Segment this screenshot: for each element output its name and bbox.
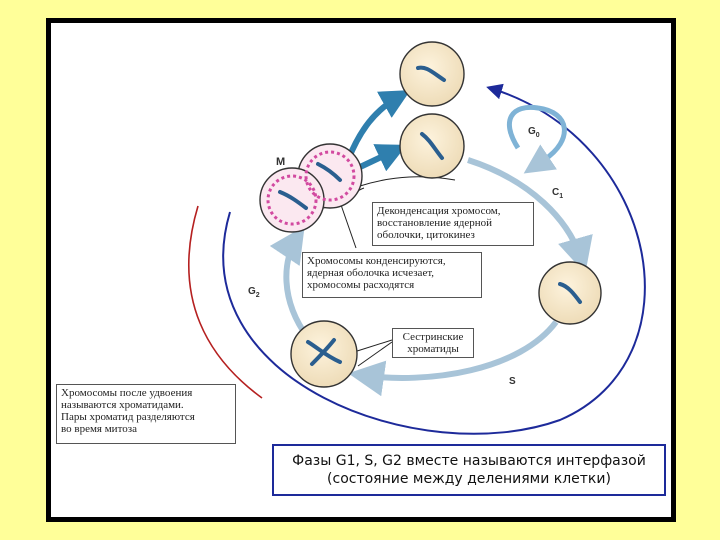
label-g1-letter: C (552, 187, 560, 198)
condensation-box: Хромосомы конденсируются, ядерная оболоч… (302, 252, 482, 298)
g1-cell (538, 261, 602, 325)
sister-chromatid-cell (290, 320, 358, 388)
label-g0-sub: 0 (535, 132, 540, 139)
label-s: S (509, 376, 516, 387)
chromatids-note-box: Хромосомы после удвоения называются хром… (56, 384, 236, 444)
inner-cycle-g2-arrow (269, 226, 311, 340)
division-arrow-top (345, 90, 411, 162)
label-g2-letter: G (248, 286, 256, 297)
interphase-summary-box: Фазы G1, S, G2 вместе называются интерфа… (272, 444, 666, 496)
mitosis-red-arc (188, 205, 263, 399)
inner-cycle-g1-arrow (467, 157, 593, 274)
sister-pointer-2 (357, 341, 393, 367)
summary-line-2: (состояние между делениями клетки) (327, 471, 611, 487)
decondensation-pointer (359, 176, 456, 187)
mitotic-cell (259, 143, 363, 233)
label-g2-sub: 2 (255, 292, 260, 299)
label-g1: C1 (552, 187, 563, 200)
condensation-pointer (339, 201, 357, 249)
decondensation-box: Деконденсация хромосом, восстановление я… (372, 202, 534, 246)
sister-pointer-1 (353, 339, 393, 353)
label-g2: G2 (248, 286, 260, 299)
label-m: M (276, 156, 286, 168)
label-g1-sub: 1 (559, 193, 564, 200)
inner-cycle-s-arrow (348, 320, 559, 397)
daughter-cell-top (399, 41, 465, 107)
summary-line-1: Фазы G1, S, G2 вместе называются интерфа… (292, 453, 646, 469)
label-g0: G0 (528, 126, 540, 139)
division-arrow-right (356, 144, 407, 172)
outer-cycle-arrow (222, 83, 646, 435)
daughter-cell-right (399, 113, 465, 179)
label-g0-letter: G (528, 126, 536, 137)
g0-loop-arrow (506, 104, 567, 174)
sister-chromatids-box: Сестринские хроматиды (392, 328, 474, 358)
